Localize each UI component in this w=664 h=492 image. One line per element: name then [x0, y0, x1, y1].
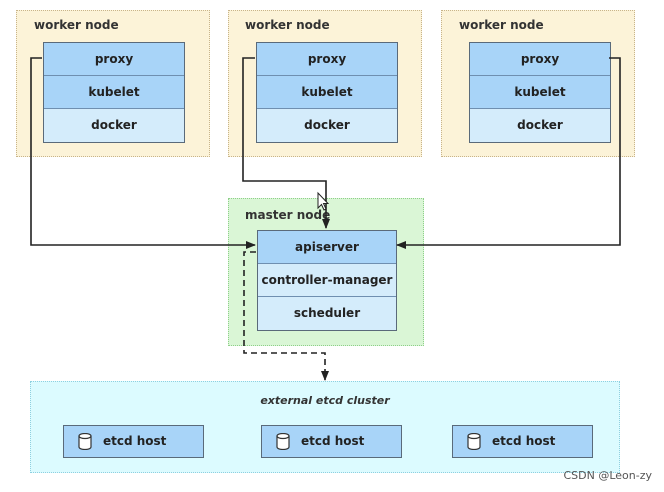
- worker2-to-apiserver-arrow: [242, 57, 330, 229]
- mouse-cursor-icon: [317, 191, 330, 211]
- worker-component-stack: proxy kubelet docker: [469, 42, 611, 143]
- controller-manager-component: controller-manager: [258, 264, 396, 297]
- worker-node-title: worker node: [34, 18, 119, 32]
- docker-component: docker: [470, 109, 610, 142]
- proxy-component: proxy: [257, 43, 397, 76]
- etcd-host-label: etcd host: [492, 434, 556, 448]
- docker-component: docker: [44, 109, 184, 142]
- database-icon: [78, 433, 92, 450]
- kubelet-component: kubelet: [470, 76, 610, 109]
- worker-node-title: worker node: [245, 18, 330, 32]
- apiserver-to-etcd-arrow: [243, 251, 329, 381]
- kubelet-component: kubelet: [257, 76, 397, 109]
- worker-node-title: worker node: [459, 18, 544, 32]
- etcd-host-box: etcd host: [452, 425, 593, 458]
- master-node-panel: master node apiserver controller-manager…: [228, 198, 424, 346]
- apiserver-component: apiserver: [258, 231, 396, 264]
- etcd-cluster-title: external etcd cluster: [260, 394, 390, 407]
- etcd-cluster-panel: external etcd cluster etcd host etcd hos…: [30, 381, 620, 473]
- database-icon: [276, 433, 290, 450]
- worker-component-stack: proxy kubelet docker: [256, 42, 398, 143]
- worker3-to-apiserver-arrow: [396, 57, 621, 249]
- scheduler-component: scheduler: [258, 297, 396, 330]
- etcd-host-box: etcd host: [261, 425, 402, 458]
- worker-node-panel-1: worker node proxy kubelet docker: [16, 10, 210, 157]
- docker-component: docker: [257, 109, 397, 142]
- etcd-host-box: etcd host: [63, 425, 204, 458]
- worker1-to-apiserver-arrow: [30, 57, 256, 249]
- proxy-component: proxy: [470, 43, 610, 76]
- etcd-host-label: etcd host: [301, 434, 365, 448]
- etcd-host-label: etcd host: [103, 434, 167, 448]
- database-icon: [467, 433, 481, 450]
- worker-node-panel-2: worker node proxy kubelet docker: [228, 10, 422, 157]
- proxy-component: proxy: [44, 43, 184, 76]
- worker-component-stack: proxy kubelet docker: [43, 42, 185, 143]
- worker-node-panel-3: worker node proxy kubelet docker: [441, 10, 635, 157]
- kubelet-component: kubelet: [44, 76, 184, 109]
- master-node-title: master node: [245, 208, 331, 222]
- watermark-text: CSDN @Leon-zy: [563, 469, 652, 482]
- master-component-stack: apiserver controller-manager scheduler: [257, 230, 397, 331]
